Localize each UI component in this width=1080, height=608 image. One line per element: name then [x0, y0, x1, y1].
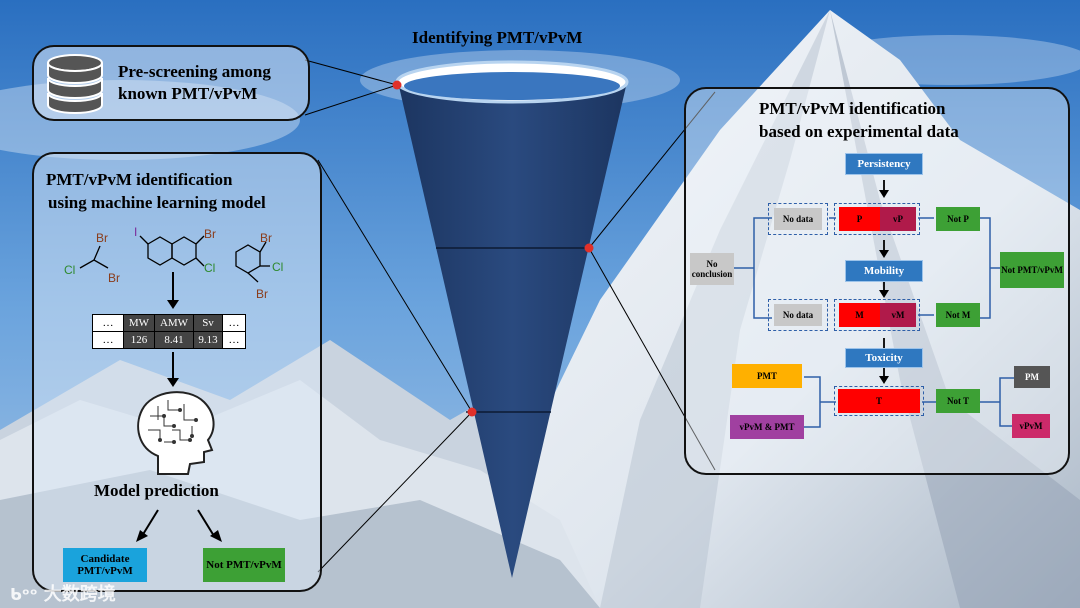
- t-group: [834, 386, 924, 416]
- no-conclusion-box: No conclusion: [690, 253, 734, 285]
- table-cell: …: [222, 331, 246, 349]
- prescreen-line2: known PMT/vPvM: [118, 84, 258, 103]
- toxicity-box: Toxicity: [845, 348, 923, 368]
- not-t-box: Not T: [936, 389, 980, 413]
- ml-panel: [32, 152, 322, 592]
- not-pmt-box: Not PMT/vPvM: [203, 548, 285, 582]
- table-cell: Sv: [193, 314, 223, 332]
- pmt-box: PMT: [732, 364, 802, 388]
- mol3-atom-mid: Cl: [272, 260, 283, 274]
- table-cell: …: [222, 314, 246, 332]
- exp-title-line2: based on experimental data: [759, 122, 959, 141]
- mol1-atom-right: Br: [108, 271, 120, 285]
- mol1-atom-top: Br: [96, 231, 108, 245]
- not-pmt-vpvm-box: Not PMT/vPvM: [1000, 252, 1064, 288]
- watermark-icon: ᑲᵒᵒ: [10, 585, 38, 604]
- mol2-atom-br: Br: [204, 227, 216, 241]
- descriptor-table: … MW AMW Sv … … 126 8.41 9.13 …: [92, 314, 246, 349]
- model-prediction-label: Model prediction: [94, 481, 219, 500]
- vm-box: vM: [880, 303, 916, 327]
- table-cell: …: [92, 331, 124, 349]
- arrow-down-icon: [167, 352, 179, 387]
- table-cell: …: [92, 314, 124, 332]
- t-box: T: [838, 389, 920, 413]
- ml-title-line2: using machine learning model: [48, 193, 266, 212]
- mol2-atom-i: I: [134, 225, 137, 239]
- vpvm-box: vPvM: [1012, 414, 1050, 438]
- table-cell: 9.13: [193, 331, 223, 349]
- database-icon: [47, 54, 103, 114]
- m-box: M: [839, 303, 880, 327]
- m-vm-group: [834, 299, 920, 331]
- persistency-box: Persistency: [845, 153, 923, 175]
- funnel-title: Identifying PMT/vPvM: [412, 28, 583, 47]
- table-cell: MW: [123, 314, 155, 332]
- table-cell: 8.41: [154, 331, 194, 349]
- vpvm-pmt-box: vPvM & PMT: [730, 415, 804, 439]
- not-m-box: Not M: [936, 303, 980, 327]
- mol3-atom-top: Br: [260, 231, 272, 245]
- no-data-m-box: No data: [774, 304, 822, 326]
- arrow-down-icon: [167, 272, 179, 309]
- candidate-box: Candidate PMT/vPvM: [63, 548, 147, 582]
- watermark-logo: ᑲᵒᵒ 大数跨境: [10, 580, 116, 606]
- table-cell: AMW: [154, 314, 194, 332]
- exp-title-line1: PMT/vPvM identification: [759, 99, 946, 118]
- molecule-structures: Br Cl Br I Br Cl Br Cl Br: [64, 225, 283, 301]
- head-brain-icon: [137, 391, 215, 475]
- mol1-atom-left: Cl: [64, 263, 75, 277]
- p-vp-group: [834, 203, 920, 235]
- prescreen-line1: Pre-screening among: [118, 62, 271, 81]
- no-data-m-group: [768, 299, 828, 331]
- mobility-box: Mobility: [845, 260, 923, 282]
- no-data-p-box: No data: [774, 208, 822, 230]
- vp-box: vP: [880, 207, 916, 231]
- table-cell: 126: [123, 331, 155, 349]
- no-data-p-group: [768, 203, 828, 235]
- watermark-text: 大数跨境: [43, 584, 116, 605]
- pm-box: PM: [1014, 366, 1050, 388]
- mol3-atom-bottom: Br: [256, 287, 268, 301]
- not-p-box: Not P: [936, 207, 980, 231]
- p-box: P: [839, 207, 880, 231]
- split-arrows-icon: [136, 509, 222, 542]
- ml-title-line1: PMT/vPvM identification: [46, 170, 233, 189]
- mol2-atom-cl: Cl: [204, 261, 215, 275]
- funnel-shape: [398, 82, 627, 578]
